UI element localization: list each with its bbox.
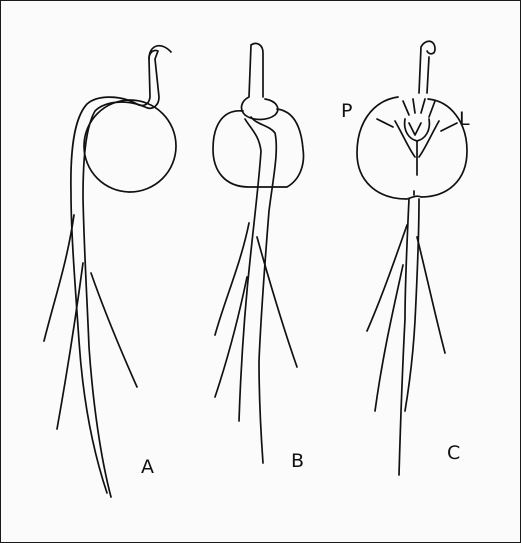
panel-c-label-p: P — [341, 100, 352, 122]
panel-b-label: B — [291, 450, 304, 472]
panel-a-root-3 — [91, 273, 137, 387]
panel-c-label-l: L — [459, 108, 470, 130]
panel-b-hook-and-knot — [242, 43, 278, 119]
panel-c-seed — [357, 97, 467, 199]
panel-c-label: C — [447, 442, 460, 464]
panel-b-root-2 — [215, 277, 247, 397]
panel-a: A — [44, 46, 176, 497]
panel-a-seed — [84, 100, 176, 192]
panel-c: P L C — [341, 41, 470, 475]
panel-c-root-2 — [375, 265, 403, 411]
panel-a-root-1 — [44, 215, 74, 341]
panel-c-stalk-left — [399, 199, 409, 475]
panel-c-hook — [419, 41, 435, 93]
panel-b-stalk-left — [239, 119, 261, 421]
panel-b: B — [213, 43, 304, 472]
panel-c-root-3 — [417, 237, 445, 353]
panel-c-top-fringe — [403, 99, 435, 117]
panel-a-label: A — [141, 456, 154, 478]
